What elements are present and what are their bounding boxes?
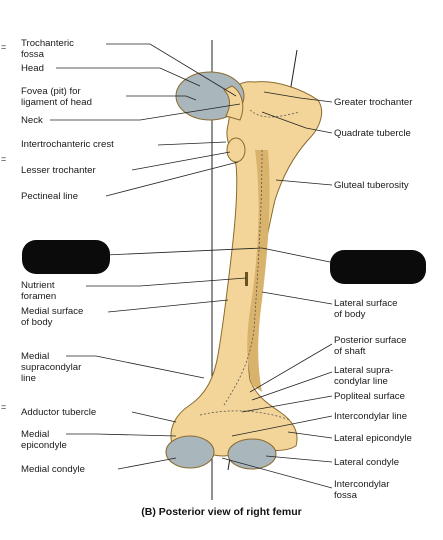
- label-neck: Neck: [21, 115, 43, 126]
- leader-lateral-condyle: [265, 455, 333, 463]
- lateral-condyle-cartilage: [227, 438, 277, 470]
- leader-redacted-left: [105, 247, 263, 256]
- label-lateral-supracondylar-line: Lateral supra- condylar line: [334, 365, 394, 387]
- leader-medial-supracondylar: [66, 355, 205, 379]
- edge-mark-1: =: [1, 42, 7, 52]
- leader-medial-surface: [107, 299, 229, 313]
- leader-quadrate-tubercle: [261, 111, 333, 134]
- label-intercondylar-fossa: Intercondylar fossa: [334, 479, 390, 501]
- leader-nutrient: [86, 277, 247, 287]
- leader-posterior-surface: [249, 343, 333, 393]
- femur-shaft-shading: [247, 150, 270, 392]
- redaction-right: [330, 250, 426, 284]
- nutrient-foramen-mark: [245, 272, 248, 286]
- label-lateral-condyle: Lateral condyle: [334, 457, 400, 468]
- femur-bone-shape: [170, 81, 323, 457]
- label-medial-supracondylar-line: Medial supracondylar line: [21, 351, 82, 384]
- label-gluteal-tuberosity: Gluteal tuberosity: [334, 180, 409, 191]
- leader-lateral-surface: [261, 291, 333, 305]
- intertrochanteric-dashed-line: [249, 109, 301, 118]
- leader-popliteal: [241, 395, 333, 413]
- label-lesser-trochanter: Lesser trochanter: [21, 165, 96, 176]
- label-adductor-tubercle: Adductor tubercle: [21, 407, 97, 418]
- leader-lateral-epicondyle: [287, 431, 333, 439]
- label-intertrochanteric-crest: Intertrochanteric crest: [21, 139, 114, 150]
- label-medial-surface: Medial surface of body: [21, 306, 84, 328]
- label-medial-condyle: Medial condyle: [21, 464, 85, 475]
- label-intercondylar-line: Intercondylar line: [334, 411, 408, 422]
- label-lateral-surface: Lateral surface of body: [334, 298, 398, 320]
- edge-mark-3: =: [1, 402, 7, 412]
- medial-condyle-cartilage: [165, 435, 215, 469]
- figure-caption: (B) Posterior view of right femur: [141, 506, 302, 518]
- leader-pectineal: [105, 161, 239, 197]
- label-medial-epicondyle: Medial epicondyle: [21, 429, 67, 451]
- leader-trochanteric-fossa: [106, 43, 237, 97]
- leader-redacted-right: [261, 247, 331, 263]
- leader-intertrochanteric: [157, 141, 227, 146]
- edge-mark-2: =: [1, 154, 7, 164]
- label-posterior-surface: Posterior surface of shaft: [334, 335, 407, 357]
- popliteal-dashed-line: [199, 410, 291, 421]
- leader-neck: [50, 103, 241, 121]
- leader-lateral-supracondylar: [251, 371, 333, 401]
- redaction-left: [22, 240, 110, 274]
- label-pectineal-line: Pectineal line: [21, 191, 79, 202]
- leader-medial-condyle: [117, 457, 177, 470]
- leader-fovea: [126, 95, 197, 101]
- leader-gluteal-tuberosity: [275, 179, 333, 186]
- label-popliteal-surface: Popliteal surface: [334, 391, 405, 402]
- leader-intercondylar-fossa: [221, 457, 333, 489]
- label-quadrate-tubercle: Quadrate tubercle: [334, 128, 411, 139]
- femoral-neck: [223, 85, 244, 121]
- label-fovea: Fovea (pit) for ligament of head: [21, 86, 92, 108]
- label-trochanteric-fossa: Trochanteric fossa: [21, 38, 74, 60]
- label-lateral-epicondyle: Lateral epicondyle: [334, 433, 412, 444]
- label-head: Head: [21, 63, 44, 74]
- leader-medial-epicondyle: [66, 433, 177, 437]
- label-greater-trochanter: Greater trochanter: [334, 97, 413, 108]
- leader-adductor: [131, 411, 177, 423]
- leader-head: [56, 67, 201, 87]
- leader-greater-trochanter: [263, 91, 333, 103]
- leader-lesser-trochanter: [131, 151, 231, 171]
- leader-intercondylar-line: [231, 415, 333, 437]
- lesser-trochanter-bump: [226, 137, 246, 163]
- label-nutrient-foramen: Nutrient foramen: [21, 280, 57, 302]
